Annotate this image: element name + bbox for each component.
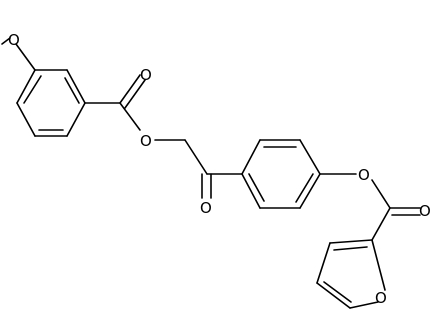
atom-label-oxygen: O xyxy=(140,132,152,150)
bond xyxy=(15,43,36,71)
bond xyxy=(371,179,391,209)
bond xyxy=(371,239,386,291)
bond xyxy=(241,173,261,209)
bond xyxy=(248,173,265,202)
bond xyxy=(184,139,208,175)
atom-label-oxygen: O xyxy=(8,31,20,49)
bond xyxy=(295,173,314,203)
bond xyxy=(66,69,86,104)
bond xyxy=(371,207,391,241)
atom-label-oxygen: O xyxy=(375,289,387,307)
bond xyxy=(299,139,321,175)
bond xyxy=(64,77,80,104)
bond xyxy=(66,102,86,137)
bond xyxy=(16,69,36,104)
bond xyxy=(333,246,368,251)
bond xyxy=(316,282,351,309)
bond xyxy=(1,37,11,45)
atom-label-oxygen: O xyxy=(358,166,370,184)
bond xyxy=(323,281,352,303)
bond xyxy=(349,301,379,309)
bond xyxy=(124,79,146,109)
atom-label-oxygen: O xyxy=(140,66,152,84)
bond xyxy=(299,173,321,209)
bond xyxy=(316,242,331,284)
bond xyxy=(119,102,141,131)
bond xyxy=(119,74,141,104)
bond xyxy=(16,102,36,137)
atom-label-oxygen: O xyxy=(419,202,431,220)
bond xyxy=(241,139,261,175)
atom-label-oxygen: O xyxy=(200,199,212,217)
bond xyxy=(329,239,373,244)
bond xyxy=(23,75,42,104)
